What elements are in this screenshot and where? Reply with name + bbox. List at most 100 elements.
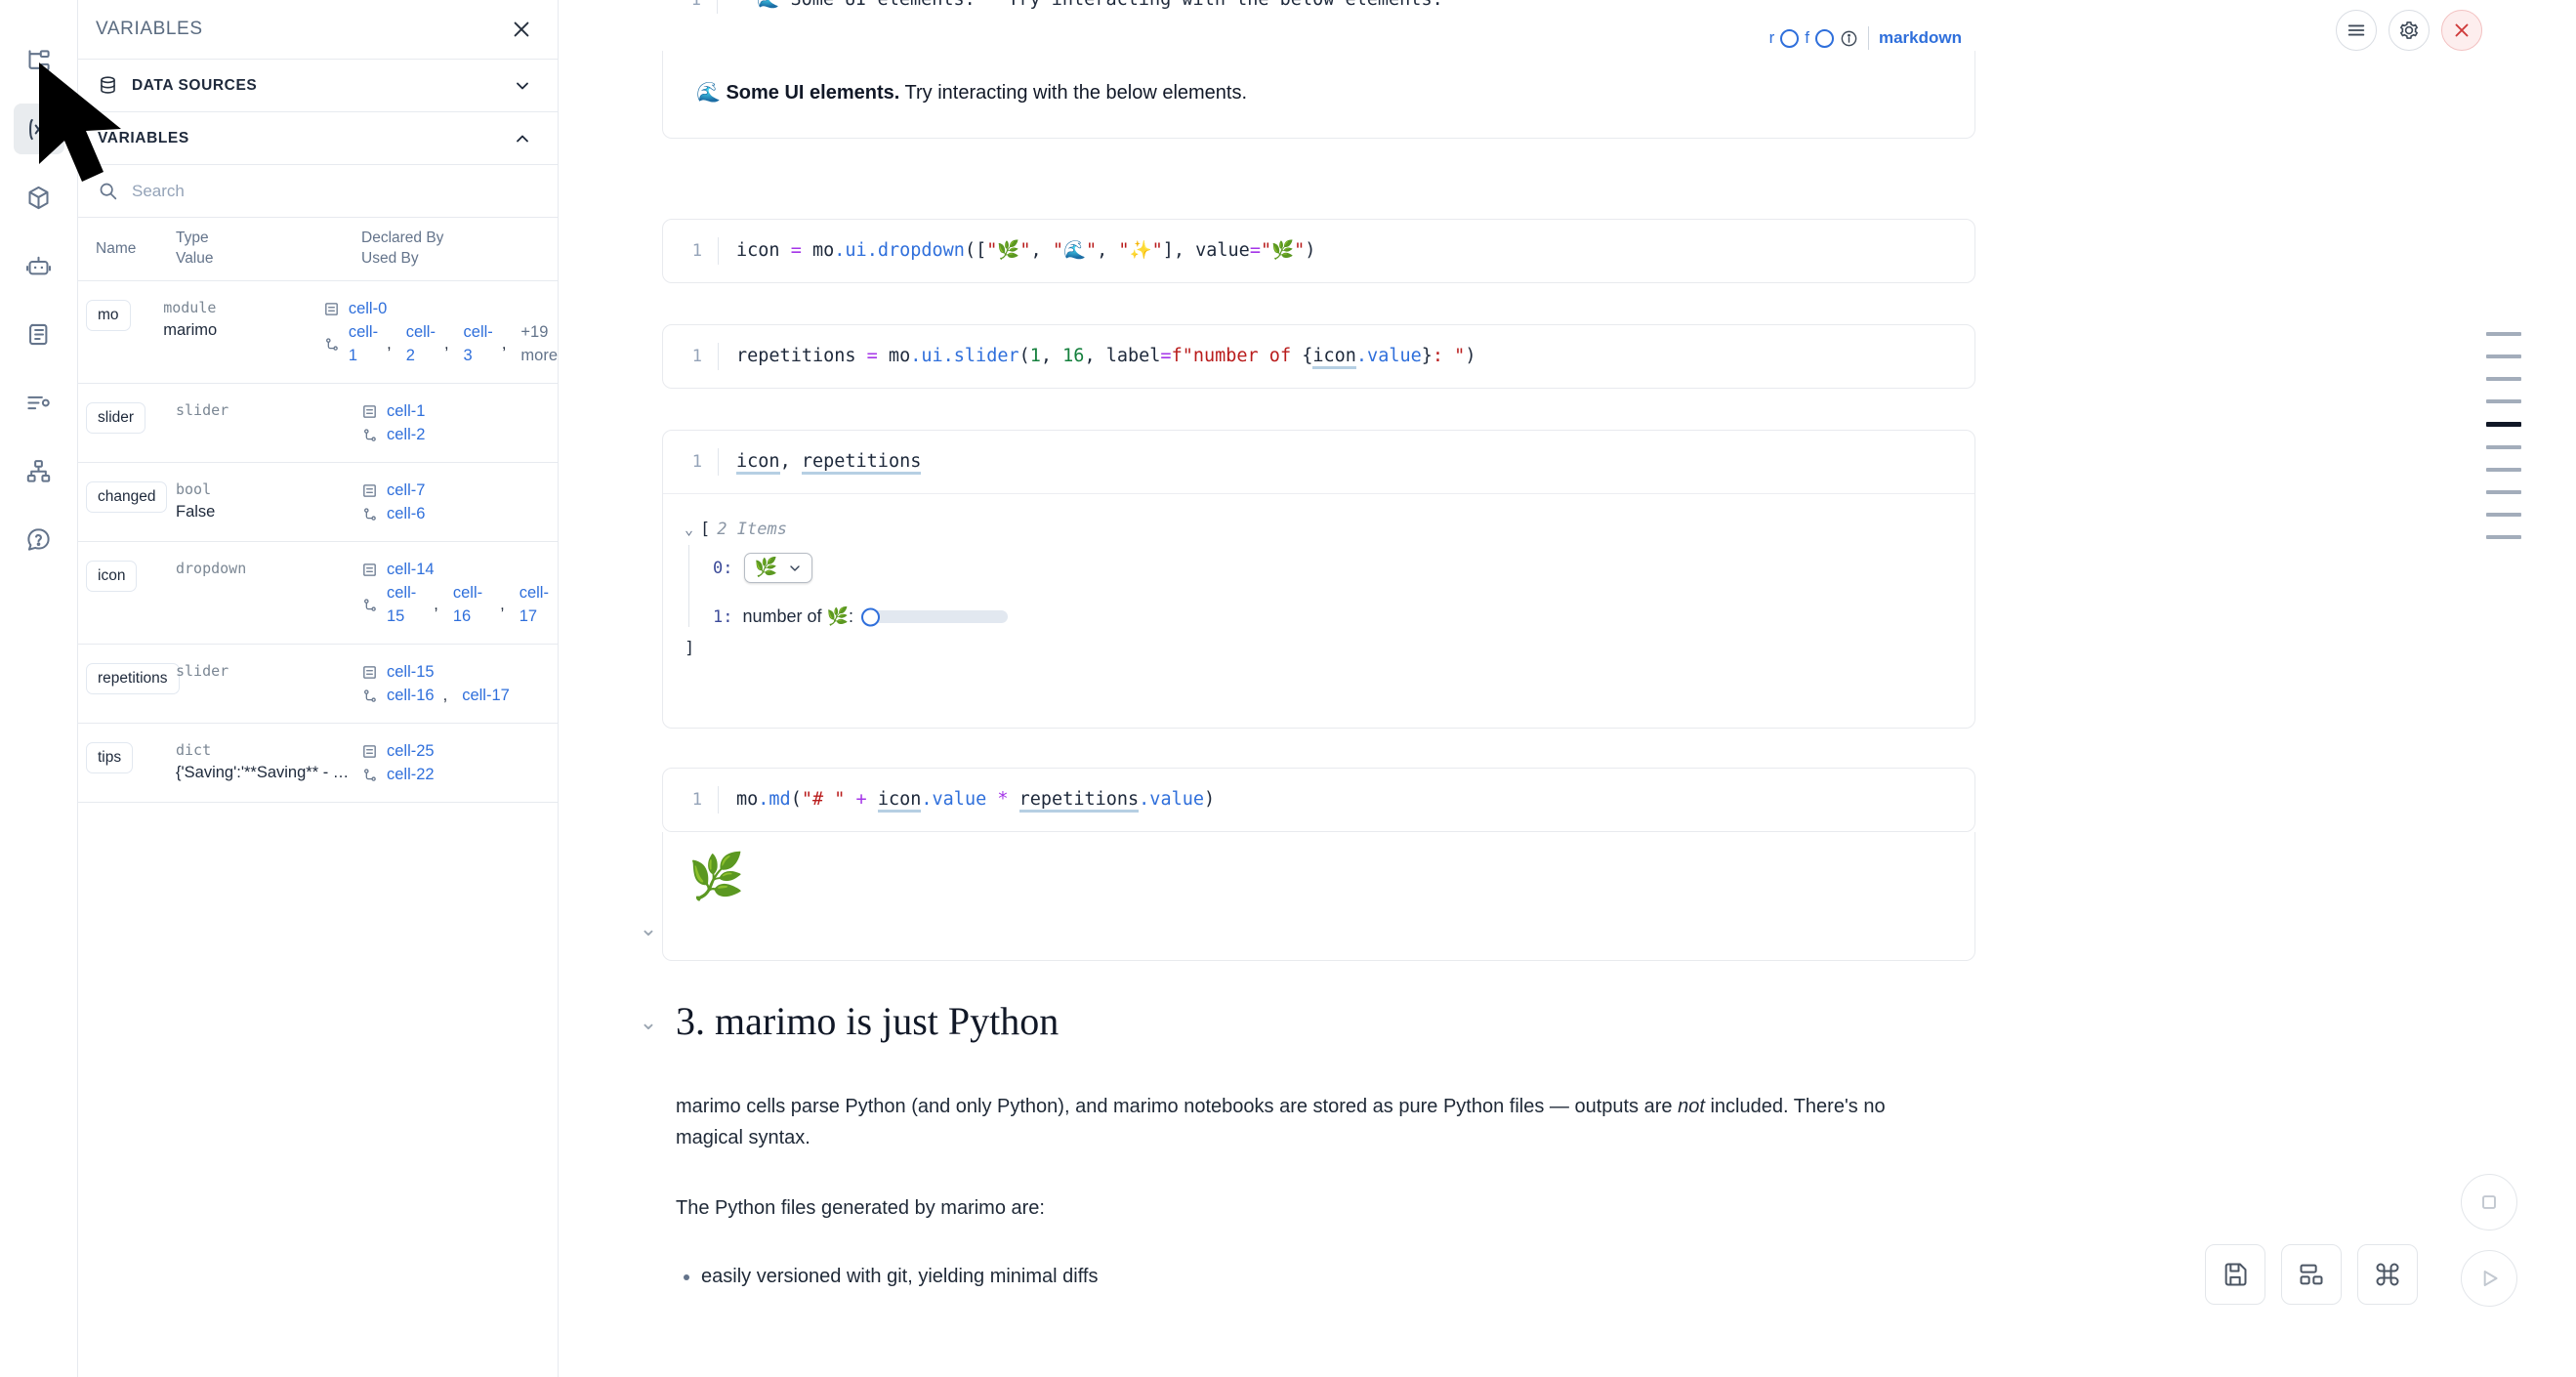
chevron-down-icon[interactable]: ⌄ <box>639 1010 658 1034</box>
notebook-minimap[interactable] <box>2431 332 2576 539</box>
output-emoji: 🌊 <box>696 82 721 104</box>
divider <box>1867 26 1869 50</box>
hamburger-menu-icon[interactable] <box>2336 10 2377 51</box>
col-used-by: Used By <box>361 250 419 267</box>
slider-thumb[interactable] <box>860 607 880 626</box>
close-icon[interactable] <box>2441 10 2482 51</box>
variables-icon[interactable] <box>13 104 64 154</box>
table-header: Name Type Value Declared By Used By <box>78 218 558 281</box>
cell-link[interactable]: cell-6 <box>387 505 426 522</box>
variable-name-chip[interactable]: tips <box>86 742 134 773</box>
left-icon-rail <box>0 0 78 1377</box>
output-rest: Try interacting with the below elements. <box>899 82 1248 104</box>
variables-panel: VARIABLES DATA SOURCES VARIABLES Name <box>78 0 559 1377</box>
slider-track[interactable] <box>862 610 1008 623</box>
line-number: 1 <box>691 347 702 366</box>
cell-link[interactable]: cell-1 <box>387 402 426 420</box>
cell-link[interactable]: cell-2 <box>405 323 436 364</box>
variable-name-chip[interactable]: slider <box>86 402 146 434</box>
cell-markdown-output: 🌊 Some UI elements. Try interacting with… <box>662 51 1975 139</box>
ai-assistant-icon[interactable] <box>14 240 64 291</box>
cell-link[interactable]: cell-7 <box>387 481 426 499</box>
slider-widget[interactable] <box>860 607 1008 626</box>
section-variables[interactable]: VARIABLES <box>78 111 558 164</box>
used-by-line: cell-6 <box>361 502 558 525</box>
cell-link[interactable]: cell-3 <box>463 323 493 364</box>
minimap-bar[interactable] <box>2486 445 2521 449</box>
cell-link[interactable]: cell-16 <box>387 687 435 704</box>
cell-language-label[interactable]: markdown <box>1878 28 1962 47</box>
cell-link[interactable]: cell-22 <box>387 766 435 783</box>
close-icon[interactable] <box>511 19 532 40</box>
cell-link[interactable]: cell-17 <box>519 584 549 625</box>
search-input[interactable] <box>132 181 538 201</box>
cell-link[interactable]: cell-15 <box>387 663 435 681</box>
command-palette-button[interactable] <box>2357 1244 2418 1305</box>
cell-code[interactable]: ""🌊 Some UI elements."" Try interacting … <box>717 0 1932 14</box>
minimap-bar[interactable] <box>2486 355 2521 358</box>
minimap-bar[interactable] <box>2486 468 2521 472</box>
cell-link[interactable]: cell-0 <box>348 300 388 317</box>
gear-icon[interactable] <box>2389 10 2430 51</box>
cell-link[interactable]: cell-2 <box>387 426 426 443</box>
cell-link[interactable]: cell-16 <box>452 584 483 625</box>
scratchpad-icon[interactable] <box>14 309 64 359</box>
dropdown-widget[interactable]: 🌿 <box>744 553 813 583</box>
notebook-area: 1 ""🌊 Some UI elements."" Try interactin… <box>559 0 2576 1377</box>
dependency-icon <box>364 507 376 521</box>
help-icon[interactable] <box>14 514 64 564</box>
dependency-graph-icon[interactable] <box>14 445 64 496</box>
command-icon <box>2376 1263 2399 1286</box>
minimap-bar[interactable] <box>2486 535 2521 539</box>
cell-code[interactable]: repetitions = mo.ui.slider(1, 16, label=… <box>718 343 1974 370</box>
cell-link[interactable]: cell-14 <box>387 561 435 578</box>
cell-link[interactable]: cell-25 <box>387 742 435 760</box>
r-toggle[interactable] <box>1780 28 1800 48</box>
stop-square-icon <box>2482 1195 2496 1209</box>
run-button[interactable] <box>2461 1250 2517 1307</box>
cell-code[interactable]: icon = mo.ui.dropdown(["🌿", "🌊", "✨"], v… <box>718 237 1974 265</box>
packages-icon[interactable] <box>14 172 64 223</box>
minimap-bar[interactable] <box>2486 399 2521 403</box>
minimap-bar[interactable] <box>2486 513 2521 517</box>
more-count[interactable]: +19 more <box>520 323 558 364</box>
variable-name-chip[interactable]: mo <box>86 300 131 331</box>
cell-code[interactable]: icon, repetitions <box>718 448 1974 476</box>
section-data-sources[interactable]: DATA SOURCES <box>78 59 558 111</box>
separator: , <box>387 335 392 353</box>
minimap-bar[interactable] <box>2486 332 2521 336</box>
chevron-down-icon <box>517 82 528 89</box>
cell-code[interactable]: mo.md("# " + icon.value * repetitions.va… <box>718 786 1974 814</box>
minimap-bar[interactable] <box>2486 422 2521 427</box>
variable-name-chip[interactable]: icon <box>86 561 138 592</box>
section-paragraph-2: The Python files generated by marimo are… <box>676 1197 1045 1219</box>
minimap-bar[interactable] <box>2486 490 2521 494</box>
chevron-down-icon[interactable]: ⌄ <box>639 916 658 940</box>
variable-name-chip[interactable]: changed <box>86 481 168 513</box>
line-number: 1 <box>691 452 702 472</box>
logs-icon[interactable] <box>14 377 64 428</box>
f-toggle[interactable] <box>1814 28 1834 48</box>
layout-button[interactable] <box>2281 1244 2342 1305</box>
cell-link[interactable]: cell-17 <box>462 687 510 704</box>
minimap-bar[interactable] <box>2486 377 2521 381</box>
stop-button[interactable] <box>2461 1174 2517 1231</box>
save-button[interactable] <box>2205 1244 2265 1305</box>
chevron-down-icon[interactable]: ⌄ <box>685 521 694 538</box>
variable-name-chip[interactable]: repetitions <box>86 663 180 694</box>
variables-search[interactable] <box>78 164 558 217</box>
notebook-outline-icon[interactable] <box>14 35 64 86</box>
cell-link[interactable]: cell-1 <box>348 323 379 364</box>
info-icon[interactable] <box>1840 29 1858 48</box>
cell-link[interactable]: cell-15 <box>387 584 417 625</box>
dependency-icon <box>325 337 338 351</box>
reactive-flags: r f <box>1769 28 1858 48</box>
